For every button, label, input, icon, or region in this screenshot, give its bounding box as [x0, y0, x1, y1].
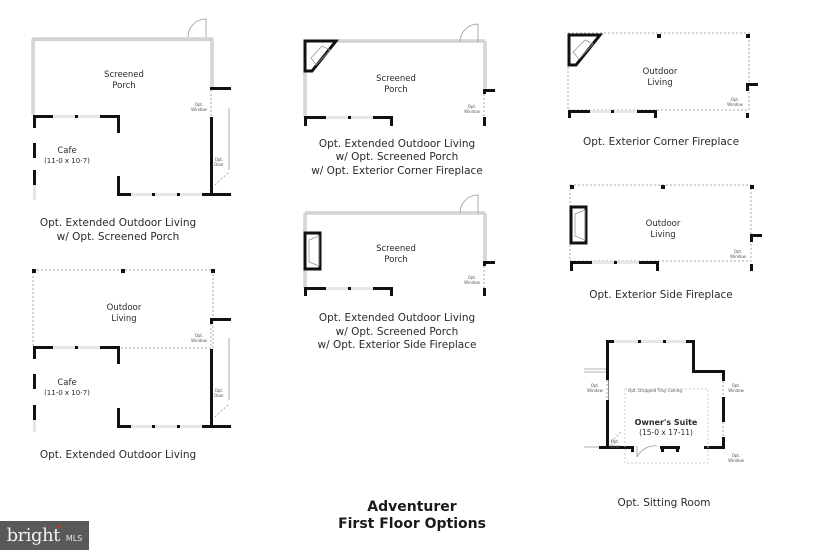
plan-extended-outdoor-living: Outdoor Living Cafe (11-0 x 10-7) Opt. W… — [32, 269, 231, 461]
plan-caption: Opt. Exterior Corner Fireplace — [583, 136, 739, 148]
room-label: Screened — [104, 70, 144, 80]
opt-window-label: Window — [587, 388, 604, 393]
bright-mls-logo: bright MLS — [0, 521, 89, 550]
room-label: Outdoor — [646, 219, 681, 229]
room-label: Living — [111, 314, 136, 324]
opt-door-label: Door — [214, 393, 224, 398]
opt-window-label: Opt. — [195, 333, 204, 338]
opt-window-label: Opt. — [591, 383, 600, 388]
plan-caption: w/ Opt. Screened Porch — [336, 326, 459, 338]
room-label: Outdoor — [643, 67, 678, 77]
plan-caption: Opt. Extended Outdoor Living — [319, 312, 475, 324]
plan-screened-porch-side-fireplace: Screened Porch Opt. Window Opt. Extended… — [303, 194, 495, 351]
sheet-title: Adventurer — [367, 499, 457, 515]
opt-window-label: Window — [191, 338, 208, 343]
door-swing — [187, 18, 207, 38]
plan-caption: w/ Opt. Screened Porch — [336, 151, 459, 163]
opt-door-label: Opt. — [215, 157, 224, 162]
plan-caption: Opt. Sitting Room — [617, 497, 710, 509]
sheet-subtitle: First Floor Options — [338, 516, 486, 532]
room-label: Living — [650, 230, 675, 240]
logo-word: bright — [6, 525, 61, 546]
tray-ceiling-label: Opt. Dropped Tray Ceiling — [628, 388, 682, 393]
room-label: Outdoor — [107, 303, 142, 313]
plan-sitting-room: Opt. Dropped Tray Ceiling Owner's Suite … — [584, 340, 745, 509]
opt-window-label: Window — [727, 102, 744, 107]
cafe-label: Cafe — [57, 146, 76, 156]
plan-extended-outdoor-screened-porch: Screened Porch Cafe (11-0 x 10-7) Opt. W… — [31, 18, 231, 243]
opt-window-label: Opt. — [468, 275, 477, 280]
opt-window-label: Opt. — [468, 104, 477, 109]
side-fireplace-icon — [569, 205, 588, 245]
opt-window-label: Window — [728, 458, 745, 463]
opt-window-label: Window — [464, 109, 481, 114]
room-label: Living — [647, 78, 672, 88]
opt-window-label: Opt. — [732, 383, 741, 388]
plan-caption: w/ Opt. Screened Porch — [57, 231, 180, 243]
plan-exterior-corner-fireplace: Outdoor Living Opt. Window Opt. Exterior… — [567, 32, 758, 148]
cafe-dims: (11-0 x 10-7) — [44, 389, 90, 397]
opt-window-label: Window — [464, 280, 481, 285]
corner-fireplace-icon — [567, 33, 604, 67]
cafe-dims: (11-0 x 10-7) — [44, 157, 90, 165]
opt-door-label: Opt. — [611, 439, 620, 444]
plan-screened-porch-corner-fireplace: Screened Porch Opt. Window Opt. Extended… — [303, 23, 495, 177]
door-swing — [459, 194, 479, 214]
plan-caption: w/ Opt. Exterior Side Fireplace — [318, 339, 477, 351]
logo-suffix: MLS — [65, 533, 83, 543]
room-dims: (15-0 x 17-11) — [639, 428, 693, 437]
room-label: Porch — [384, 85, 407, 95]
door-swing — [459, 23, 479, 43]
opt-window-label: Window — [728, 388, 745, 393]
room-label: Screened — [376, 244, 416, 254]
cafe-label: Cafe — [57, 378, 76, 388]
corner-fireplace-icon — [303, 39, 340, 73]
opt-door-label: Door — [214, 162, 224, 167]
opt-window-label: Opt. — [734, 249, 743, 254]
room-label: Screened — [376, 74, 416, 84]
opt-window-label: Opt. — [195, 102, 204, 107]
plan-caption: w/ Opt. Exterior Corner Fireplace — [311, 165, 483, 177]
plan-caption: Opt. Extended Outdoor Living — [40, 449, 196, 461]
opt-window-label: Opt. — [732, 453, 741, 458]
opt-window-label: Window — [730, 254, 747, 259]
room-label: Owner's Suite — [635, 418, 698, 427]
door-swing — [636, 445, 658, 458]
side-fireplace-icon — [303, 231, 322, 271]
tray-ceiling-outline — [624, 388, 709, 464]
plan-exterior-side-fireplace: Outdoor Living Opt. Window Opt. Exterior… — [569, 184, 762, 301]
opt-window-label: Window — [191, 107, 208, 112]
plan-caption: Opt. Exterior Side Fireplace — [589, 289, 733, 301]
room-label: Porch — [112, 81, 135, 91]
room-label: Porch — [384, 255, 407, 265]
opt-door-label: Opt. — [215, 388, 224, 393]
opt-door-label: Door — [610, 444, 620, 449]
logo-dot-icon — [57, 525, 61, 528]
opt-window-label: Opt. — [731, 97, 740, 102]
plan-caption: Opt. Extended Outdoor Living — [319, 138, 475, 150]
plan-caption: Opt. Extended Outdoor Living — [40, 217, 196, 229]
